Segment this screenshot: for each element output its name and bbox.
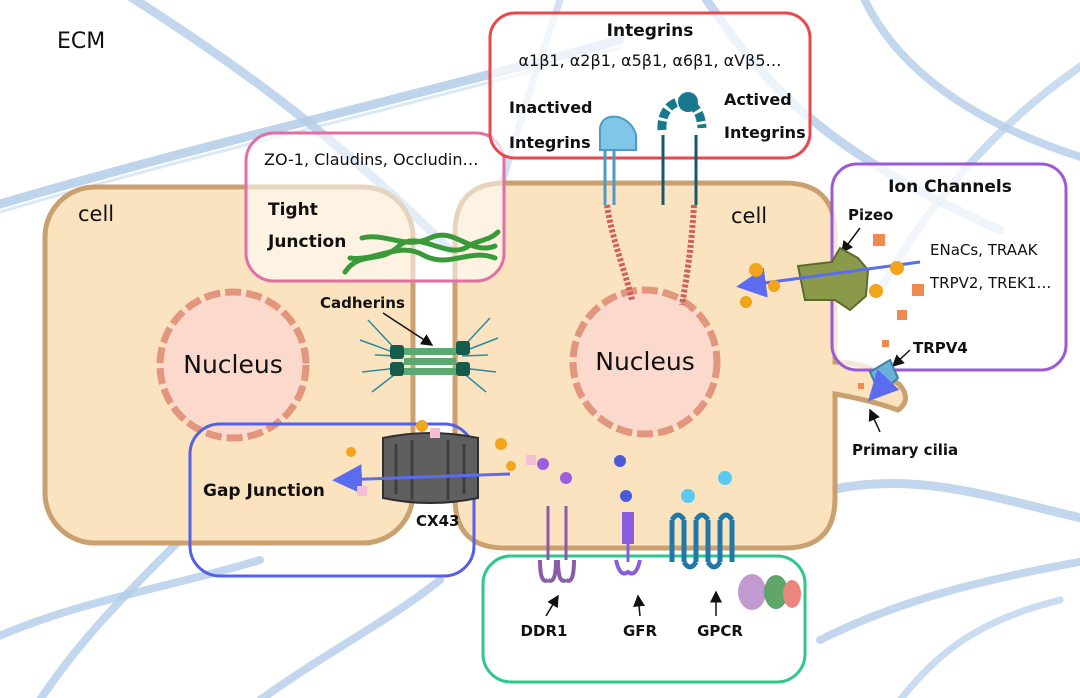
gap-junction-title: Gap Junction bbox=[203, 481, 325, 501]
inactive-integrins-label-1: Inactived bbox=[509, 98, 593, 117]
ligand-dot bbox=[614, 455, 626, 467]
ion-channels-panel: Ion Channels Pizeo ENaCs, TRAAK TRPV2, T… bbox=[736, 162, 1068, 402]
receptors-panel: DDR1 GFR GPCR bbox=[481, 455, 807, 684]
receptors-box bbox=[481, 554, 807, 684]
ion-square bbox=[858, 383, 864, 389]
integrins-subtypes: α1β1, α2β1, α5β1, α6β1, αVβ5… bbox=[518, 51, 781, 70]
integrins-box bbox=[488, 11, 812, 160]
active-integrins-label-1: Actived bbox=[724, 90, 792, 109]
ion-dot bbox=[346, 447, 356, 457]
inactive-integrins-label-2: Integrins bbox=[509, 133, 591, 152]
ion-dot bbox=[495, 438, 507, 450]
primary-cilia-group: Primary cilia bbox=[852, 408, 958, 459]
ecm-fiber bbox=[36, 536, 184, 698]
gap-junction-box bbox=[188, 422, 476, 578]
nucleus-right bbox=[569, 286, 721, 438]
cell-right-label: cell bbox=[731, 204, 767, 228]
ion-dot bbox=[749, 263, 763, 277]
ion-dot bbox=[869, 284, 883, 298]
gap-junction-panel: Gap Junction CX43 bbox=[188, 420, 572, 578]
gfr-label: GFR bbox=[623, 622, 658, 640]
ligand-dot bbox=[718, 471, 732, 485]
ion-square bbox=[873, 234, 885, 246]
cadherin-dimer bbox=[404, 348, 456, 355]
cadherin-dimer bbox=[404, 358, 456, 365]
ecm-fiber bbox=[897, 596, 1064, 698]
inactive-integrin bbox=[598, 115, 637, 151]
trpv4-label: TRPV4 bbox=[913, 339, 968, 357]
tight-junction-panel: ZO-1, Claudins, Occludin… Tight Junction bbox=[244, 131, 506, 283]
ion-dot bbox=[416, 420, 428, 432]
ion-dot bbox=[740, 296, 752, 308]
actin-fiber bbox=[604, 204, 635, 301]
gfr-receptor bbox=[614, 512, 642, 576]
tight-junction-proteins: ZO-1, Claudins, Occludin… bbox=[264, 150, 478, 169]
tight-junction-title-2: Junction bbox=[267, 232, 346, 252]
ion-square bbox=[897, 310, 907, 320]
ligand-dot bbox=[681, 489, 695, 503]
tight-junction-title-1: Tight bbox=[268, 200, 318, 220]
cx43-label: CX43 bbox=[416, 512, 459, 530]
ecm-fiber bbox=[825, 478, 1080, 523]
ion-square bbox=[912, 284, 924, 296]
tight-junction-box bbox=[244, 131, 506, 283]
cadherins-label: Cadherins bbox=[320, 294, 405, 312]
cadherin-anchor bbox=[456, 341, 470, 355]
ion-channels-list-2: TRPV2, TREK1… bbox=[929, 274, 1051, 292]
g-protein bbox=[738, 574, 801, 610]
ion-square bbox=[430, 428, 440, 438]
gpcr-label: GPCR bbox=[697, 622, 743, 640]
ion-square bbox=[882, 340, 889, 347]
nucleus-left bbox=[156, 288, 310, 442]
ion-channels-list-1: ENaCs, TRAAK bbox=[930, 241, 1039, 259]
piezo-label: Pizeo bbox=[848, 206, 893, 224]
ecm-fiber bbox=[860, 0, 1080, 161]
ion-dot bbox=[560, 472, 572, 484]
ion-channels-title: Ion Channels bbox=[888, 177, 1012, 197]
cell-left-label: cell bbox=[78, 202, 114, 226]
gap-junction-arrow bbox=[332, 464, 511, 495]
cadherin-dimer bbox=[404, 368, 456, 375]
ion-square bbox=[357, 486, 367, 496]
cadherins-group: Cadherins bbox=[320, 294, 499, 393]
primary-cilia-label: Primary cilia bbox=[852, 441, 958, 459]
tight-junction-strands bbox=[342, 229, 501, 275]
ligand-dot bbox=[620, 490, 632, 502]
piezo-channel bbox=[796, 246, 870, 312]
cadherin-anchor bbox=[390, 362, 404, 376]
actin-fiber bbox=[679, 204, 697, 306]
ecm-fiber bbox=[816, 557, 1080, 644]
gpcr-receptor bbox=[669, 512, 735, 570]
ion-dot bbox=[506, 461, 516, 471]
ecm-fiber bbox=[0, 556, 264, 641]
ion-dot bbox=[537, 458, 549, 470]
cadherin-anchor bbox=[390, 345, 404, 359]
nucleus-right-label: Nucleus bbox=[595, 347, 695, 376]
nucleus-left-group: Nucleus bbox=[156, 288, 310, 442]
ddr1-receptor bbox=[538, 506, 576, 583]
cx43-channel bbox=[382, 432, 479, 504]
ion-square bbox=[526, 455, 536, 465]
ecm-fiber bbox=[256, 576, 444, 698]
ion-dot bbox=[768, 280, 780, 292]
nucleus-left-label: Nucleus bbox=[183, 350, 283, 379]
ddr1-label: DDR1 bbox=[521, 622, 568, 640]
ecm-label: ECM bbox=[57, 29, 105, 54]
active-integrins-label-2: Integrins bbox=[724, 123, 806, 142]
ion-dot bbox=[890, 261, 904, 275]
integrins-panel: Integrins α1β1, α2β1, α5β1, α6β1, αVβ5… … bbox=[488, 11, 812, 306]
nucleus-right-group: Nucleus bbox=[569, 286, 721, 438]
cadherin-anchor bbox=[456, 362, 470, 376]
integrins-title: Integrins bbox=[607, 21, 694, 41]
